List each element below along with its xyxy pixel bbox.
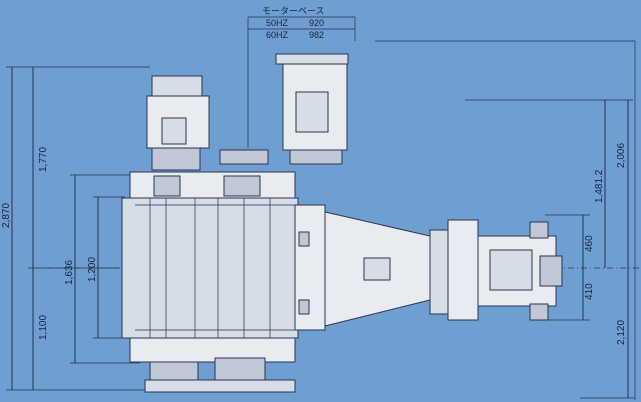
discharge-housing <box>447 219 479 321</box>
dimension-labels: 2,870 1,770 1,100 1,636 1,200 2,006 1,48… <box>1 143 627 345</box>
dim-460: 460 <box>584 235 595 252</box>
dim-1636: 1,636 <box>64 260 75 285</box>
motor-base-table: モーターベース 50HZ 920 60HZ 982 <box>247 6 356 148</box>
dim-1200: 1,200 <box>87 257 98 282</box>
dim-14812: 1,481.2 <box>594 169 605 203</box>
freq-50-value: 920 <box>309 18 324 28</box>
freq-60-label: 60HZ <box>266 30 289 40</box>
dim-1100: 1,100 <box>38 315 49 340</box>
machine-body <box>121 53 563 393</box>
dim-1770: 1,770 <box>38 147 49 172</box>
drum-section <box>121 197 299 339</box>
left-motor-cap <box>151 75 203 99</box>
base-rail <box>144 379 296 393</box>
dim-2120: 2,120 <box>616 320 627 345</box>
freq-50-label: 50HZ <box>266 18 289 28</box>
motor-base-label: モーターベース <box>262 6 325 16</box>
dim-2006: 2,006 <box>616 143 627 168</box>
right-motor-cap <box>275 53 349 65</box>
dim-410: 410 <box>584 283 595 300</box>
freq-60-value: 982 <box>309 30 324 40</box>
dim-2870: 2,870 <box>1 203 12 228</box>
